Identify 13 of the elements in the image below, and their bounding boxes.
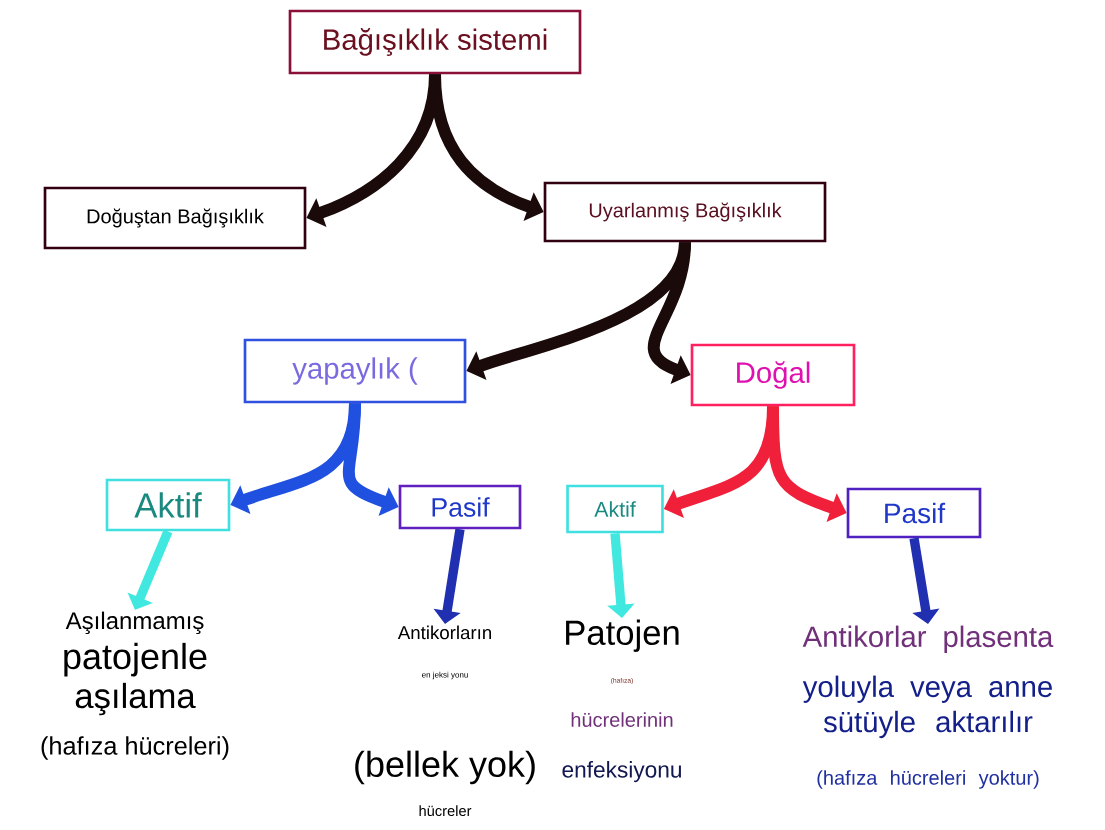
description-text: Antikorlar plasenta yoluyla veya anne sütüyle aktarılır (hafıza hücreleri yoktur) xyxy=(802,625,1054,789)
concept-box: Bağışıklık sistemi xyxy=(288,9,582,75)
description-text: Aşılanmamış patojenle aşılama (hafıza hücreleri) xyxy=(41,611,229,760)
concept-box: Pasif xyxy=(846,487,982,539)
concept-box: Doğuştan Bağışıklık xyxy=(43,186,307,250)
concept-box: yapaylık ( xyxy=(243,338,467,404)
concept-box: Aktif xyxy=(105,478,231,532)
concept-box: Aktif xyxy=(566,484,664,534)
concept-box: Uyarlanmış Bağışıklık xyxy=(543,181,827,243)
arrow xyxy=(909,537,940,624)
concept-box: Doğal xyxy=(690,343,856,407)
description-text: Antikorların en jeksi yonu (bellek yok) hücreler xyxy=(355,625,535,817)
concept-box: Pasif xyxy=(398,484,522,530)
